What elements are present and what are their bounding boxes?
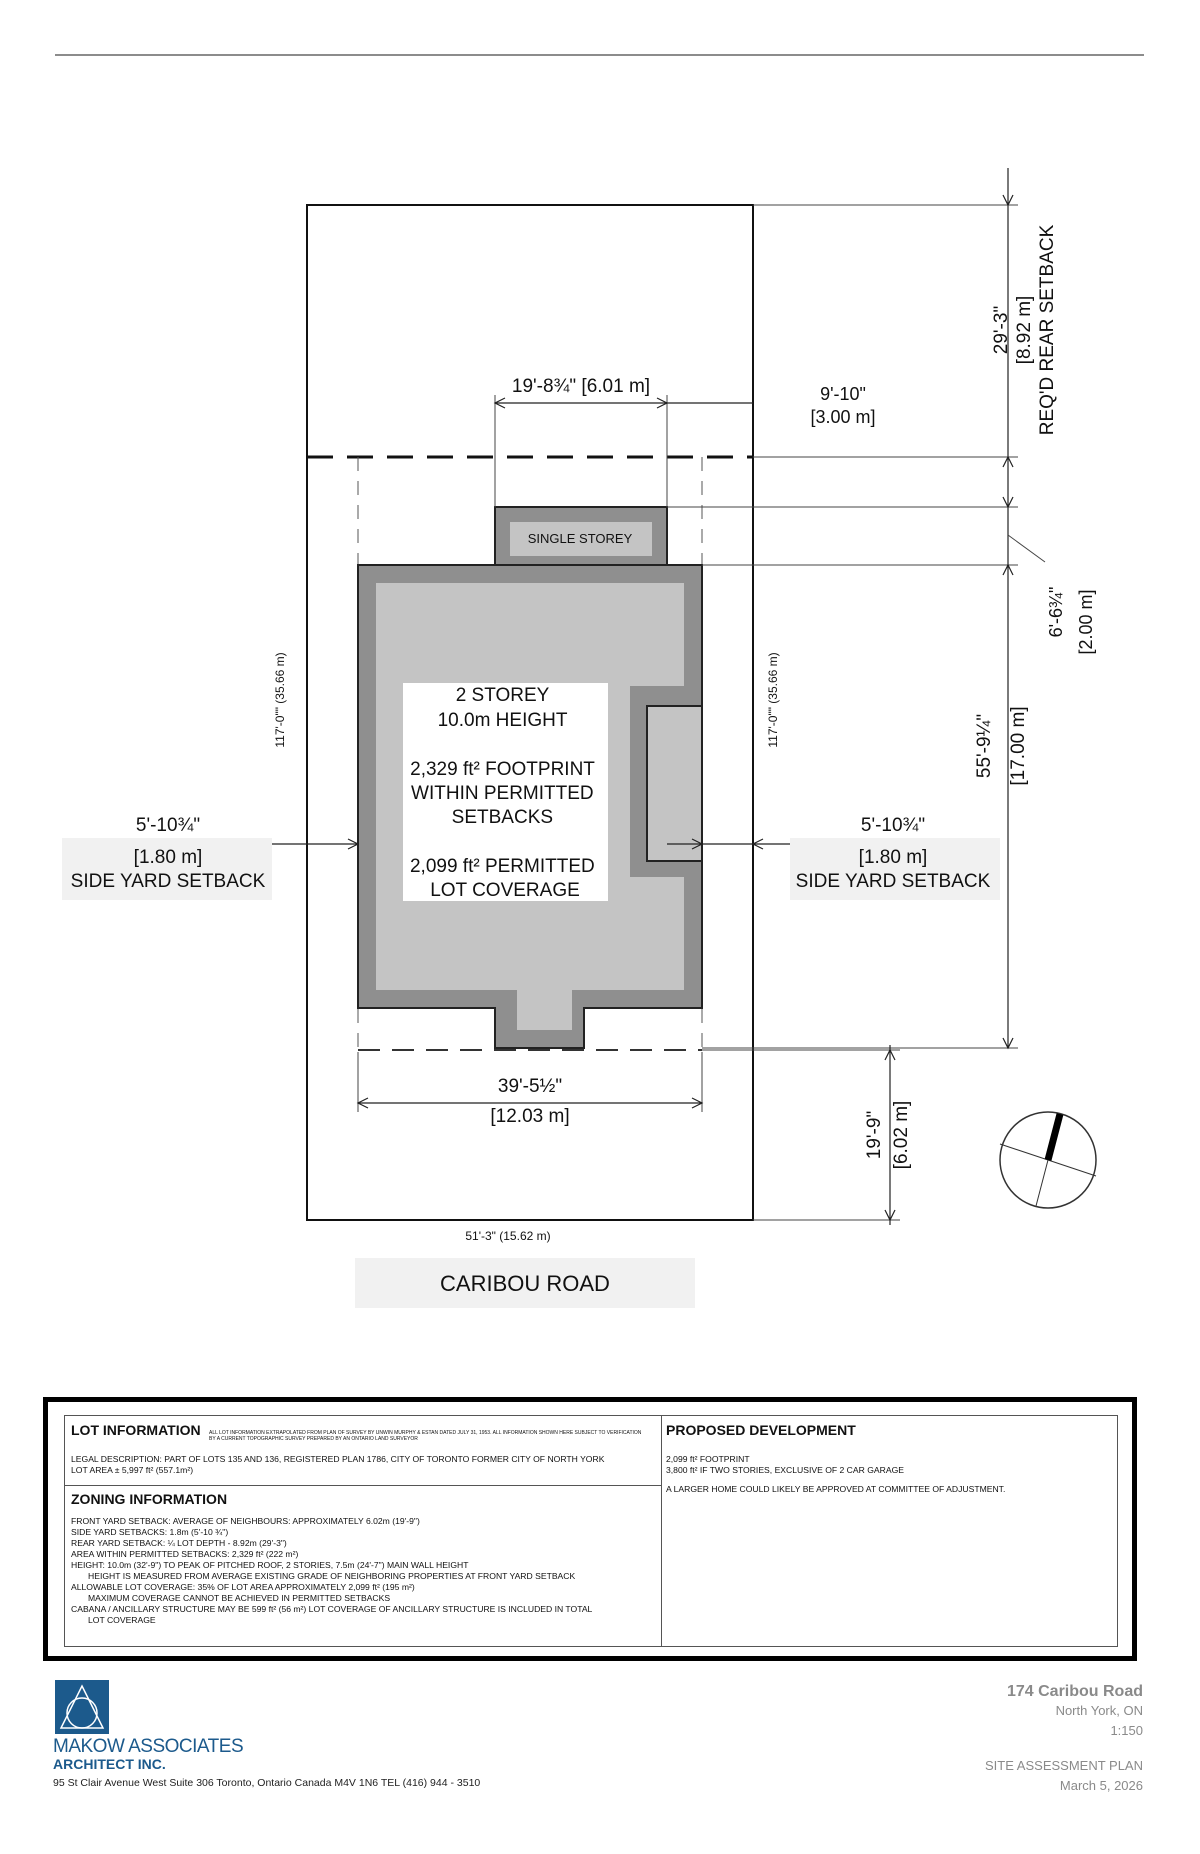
addition-depth-ft: 6'-6¾" bbox=[1046, 587, 1066, 638]
arrow bbox=[1002, 563, 1014, 576]
zoning-line: HEIGHT IS MEASURED FROM AVERAGE EXISTING… bbox=[88, 1571, 576, 1581]
arrow bbox=[751, 838, 764, 850]
north-arrow-circle bbox=[999, 1111, 1097, 1209]
project-info: 174 Caribou Road North York, ON 1:150 SI… bbox=[823, 1682, 1143, 1794]
firm-name-line1: MAKOW ASSOCIATES bbox=[53, 1736, 244, 1757]
lot-frontage: 51'-3" (15.62 m) bbox=[465, 1229, 550, 1243]
footprint-width-ft: 39'-5½" bbox=[498, 1076, 562, 1097]
proposed-line: 2,099 ft² FOOTPRINT bbox=[666, 1454, 750, 1464]
side-right-label: SIDE YARD SETBACK bbox=[796, 871, 991, 892]
lot-depth-right: 117'-0"" (35.66 m) bbox=[766, 652, 780, 747]
proposed-development-panel: PROPOSED DEVELOPMENT 2,099 ft² FOOTPRINT… bbox=[662, 1416, 1117, 1646]
arrow bbox=[1002, 455, 1014, 468]
house-width-dim: 19'-8¾" [6.01 m] bbox=[512, 376, 650, 397]
zoning-line: SIDE YARD SETBACKS: 1.8m (5'-10 ¾") bbox=[71, 1527, 229, 1537]
zoning-line: MAXIMUM COVERAGE CANNOT BE ACHIEVED IN P… bbox=[88, 1593, 391, 1603]
building-label-line: WITHIN PERMITTED bbox=[411, 783, 594, 804]
arrow bbox=[1002, 1037, 1014, 1050]
road-label-bg bbox=[355, 1258, 695, 1308]
arrow bbox=[347, 838, 360, 850]
proposed-line: 3,800 ft² IF TWO STORIES, EXCLUSIVE OF 2… bbox=[666, 1465, 904, 1475]
rear-setback-dim-m: [8.92 m] bbox=[1014, 296, 1035, 365]
zoning-list: FRONT YARD SETBACK: AVERAGE OF NEIGHBOUR… bbox=[71, 1516, 656, 1626]
zoning-line: AREA WITHIN PERMITTED SETBACKS: 2,329 ft… bbox=[71, 1549, 299, 1559]
lot-depth-left: 117'-0"" (35.66 m) bbox=[273, 652, 287, 747]
lot-info-heading: LOT INFORMATION bbox=[71, 1422, 201, 1438]
lot-area: LOT AREA ± 5,997 ft² (557.1m²) bbox=[71, 1465, 194, 1475]
side-yard-right-label-bg bbox=[790, 838, 1000, 900]
arrow bbox=[884, 1048, 896, 1061]
arrow bbox=[356, 1097, 369, 1109]
arrow bbox=[493, 397, 506, 409]
zoning-line: CABANA / ANCILLARY STRUCTURE MAY BE 599 … bbox=[71, 1604, 593, 1614]
project-city: North York, ON bbox=[1055, 1703, 1143, 1718]
title-block: LOT INFORMATION ALL LOT INFORMATION EXTR… bbox=[43, 1397, 1137, 1661]
arrow bbox=[691, 1097, 704, 1109]
building-label-line: 2 STOREY bbox=[456, 685, 550, 706]
zoning-line: ALLOWABLE LOT COVERAGE: 35% OF LOT AREA … bbox=[71, 1582, 415, 1592]
house-depth-m: [17.00 m] bbox=[1008, 706, 1029, 785]
firm-name-line2: ARCHITECT INC. bbox=[53, 1756, 166, 1772]
rear-setback-ft: 29'-3" bbox=[991, 306, 1012, 354]
side-right-m: [1.80 m] bbox=[859, 847, 928, 868]
rear-setback-dim: 29'-3" bbox=[991, 306, 1012, 354]
road-name: CARIBOU ROAD bbox=[440, 1271, 610, 1296]
building-label-line: 10.0m HEIGHT bbox=[438, 710, 568, 731]
right-clear-dim-ft: 9'-10" bbox=[820, 384, 866, 404]
sheet-title: SITE ASSESSMENT PLAN bbox=[985, 1758, 1143, 1773]
legal-description: LEGAL DESCRIPTION: PART OF LOTS 135 AND … bbox=[71, 1454, 605, 1464]
side-yard-left-label-bg bbox=[62, 838, 272, 900]
proposed-heading: PROPOSED DEVELOPMENT bbox=[666, 1422, 856, 1438]
zoning-divider bbox=[65, 1485, 661, 1486]
arrow bbox=[1002, 194, 1014, 207]
side-left-label: SIDE YARD SETBACK bbox=[71, 871, 266, 892]
side-right-ft: 5'-10¾" bbox=[861, 815, 925, 836]
firm-logo-icon bbox=[55, 1680, 109, 1734]
zoning-line: REAR YARD SETBACK: ¼ LOT DEPTH - 8.92m (… bbox=[71, 1538, 287, 1548]
building-bay bbox=[646, 705, 703, 862]
building-label-line: LOT COVERAGE bbox=[430, 880, 580, 901]
leader-line bbox=[1007, 534, 1046, 563]
proposed-list: 2,099 ft² FOOTPRINT 3,800 ft² IF TWO STO… bbox=[666, 1454, 1116, 1495]
lot-info-body: LEGAL DESCRIPTION: PART OF LOTS 135 AND … bbox=[71, 1454, 656, 1476]
building-label-line: SETBACKS bbox=[452, 807, 553, 828]
lot-info-note: ALL LOT INFORMATION EXTRAPOLATED FROM PL… bbox=[209, 1430, 642, 1442]
firm-address: 95 St Clair Avenue West Suite 306 Toront… bbox=[53, 1777, 481, 1789]
right-clear-dim-m: [3.00 m] bbox=[810, 407, 875, 427]
single-storey-addition-floor bbox=[510, 522, 652, 556]
single-storey-label: SINGLE STOREY bbox=[528, 531, 633, 546]
title-block-inner: LOT INFORMATION ALL LOT INFORMATION EXTR… bbox=[64, 1415, 1118, 1647]
lot-info-panel: LOT INFORMATION ALL LOT INFORMATION EXTR… bbox=[65, 1416, 662, 1646]
front-setback-ft: 19'-9" bbox=[864, 1111, 885, 1159]
firm-name: MAKOW ASSOCIATES bbox=[53, 1736, 244, 1758]
zoning-line: FRONT YARD SETBACK: AVERAGE OF NEIGHBOUR… bbox=[71, 1516, 420, 1526]
firm-block: MAKOW ASSOCIATES ARCHITECT INC. 95 St Cl… bbox=[53, 1680, 673, 1790]
arrow bbox=[884, 1209, 896, 1222]
zoning-line: LOT COVERAGE bbox=[88, 1615, 156, 1625]
arrow bbox=[1002, 496, 1014, 509]
arrow bbox=[691, 838, 704, 850]
proposed-line: A LARGER HOME COULD LIKELY BE APPROVED A… bbox=[666, 1484, 1006, 1494]
rear-setback-m: [8.92 m] bbox=[1014, 296, 1035, 365]
building-label-line: 2,099 ft² PERMITTED bbox=[410, 856, 595, 877]
rear-setback-label: REQ'D REAR SETBACK bbox=[1037, 224, 1058, 435]
zoning-heading: ZONING INFORMATION bbox=[71, 1491, 228, 1507]
addition-depth-m: [2.00 m] bbox=[1076, 589, 1096, 654]
lot-boundary bbox=[306, 204, 754, 1221]
footprint-width-m: [12.03 m] bbox=[490, 1106, 569, 1127]
front-setback-m: [6.02 m] bbox=[891, 1101, 912, 1170]
zoning-line: HEIGHT: 10.0m (32'-9") TO PEAK OF PITCHE… bbox=[71, 1560, 469, 1570]
building-label: 2 STOREY 10.0m HEIGHT 2,329 ft² FOOTPRIN… bbox=[410, 685, 600, 901]
building-label-line: 2,329 ft² FOOTPRINT bbox=[410, 759, 595, 780]
project-name: 174 Caribou Road bbox=[1006, 1683, 1143, 1700]
side-left-m: [1.80 m] bbox=[134, 847, 203, 868]
house-depth-ft: 55'-9¼" bbox=[974, 714, 995, 778]
drawing-date: March 5, 2026 bbox=[1059, 1778, 1143, 1793]
drawing-scale: 1:150 bbox=[1110, 1723, 1143, 1738]
building-label-box bbox=[403, 683, 608, 901]
side-left-ft: 5'-10¾" bbox=[136, 815, 200, 836]
north-arrow-pointer bbox=[1044, 1113, 1064, 1161]
